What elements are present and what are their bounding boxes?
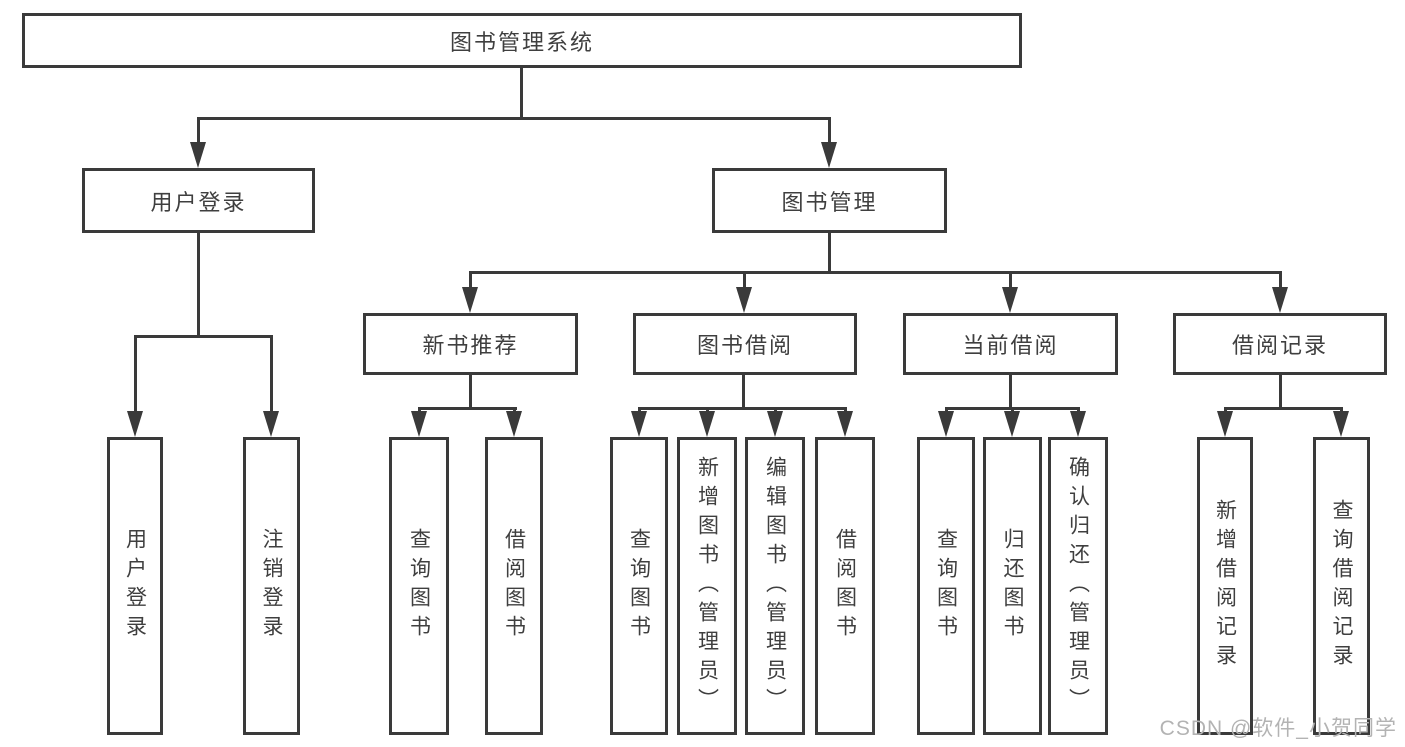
node-library-management-system: 图书管理系统 bbox=[22, 13, 1022, 68]
connector-line bbox=[270, 338, 273, 414]
connector-line bbox=[197, 233, 200, 335]
leaf-label: 查询图书 bbox=[934, 528, 958, 644]
node-new-book-recommend: 新书推荐 bbox=[363, 313, 578, 375]
leaf-label: 新增借阅记录 bbox=[1213, 499, 1237, 673]
arrow-down-icon bbox=[1272, 287, 1288, 313]
node-book-management: 图书管理 bbox=[712, 168, 947, 233]
leaf-label: 用户登录 bbox=[123, 528, 147, 644]
leaf-label: 编辑图书（管理员） bbox=[763, 455, 787, 717]
arrow-down-icon bbox=[699, 411, 715, 437]
node-current-borrow: 当前借阅 bbox=[903, 313, 1118, 375]
leaf-return-book: 归还图书 bbox=[983, 437, 1042, 735]
leaf-label: 新增图书（管理员） bbox=[695, 455, 719, 717]
arrow-down-icon bbox=[631, 411, 647, 437]
leaf-query-book: 查询图书 bbox=[917, 437, 975, 735]
arrow-down-icon bbox=[462, 287, 478, 313]
connector-line bbox=[638, 407, 847, 410]
connector-line bbox=[469, 274, 472, 289]
arrow-down-icon bbox=[736, 287, 752, 313]
node-borrow-record: 借阅记录 bbox=[1173, 313, 1387, 375]
leaf-user-login: 用户登录 bbox=[107, 437, 163, 735]
connector-line bbox=[828, 119, 831, 145]
node-user-login: 用户登录 bbox=[82, 168, 315, 233]
arrow-down-icon bbox=[1004, 411, 1020, 437]
leaf-borrow-book: 借阅图书 bbox=[815, 437, 875, 735]
node-label: 图书借阅 bbox=[696, 333, 793, 358]
connector-line bbox=[197, 117, 831, 120]
connector-line bbox=[1009, 375, 1012, 407]
node-label: 图书管理系统 bbox=[449, 29, 594, 55]
arrow-down-icon bbox=[506, 411, 522, 437]
arrow-down-icon bbox=[127, 411, 143, 437]
leaf-label: 借阅图书 bbox=[502, 528, 526, 644]
arrow-down-icon bbox=[1217, 411, 1233, 437]
connector-line bbox=[743, 274, 746, 289]
leaf-label: 归还图书 bbox=[1001, 528, 1024, 644]
connector-line bbox=[945, 407, 1080, 410]
connector-line bbox=[742, 375, 745, 407]
node-label: 借阅记录 bbox=[1231, 333, 1328, 358]
arrow-down-icon bbox=[938, 411, 954, 437]
arrow-down-icon bbox=[190, 142, 206, 168]
node-label: 新书推荐 bbox=[422, 333, 519, 358]
arrow-down-icon bbox=[1002, 287, 1018, 313]
connector-line bbox=[469, 375, 472, 407]
connector-line bbox=[197, 119, 200, 145]
connector-line bbox=[418, 407, 517, 410]
arrow-down-icon bbox=[821, 142, 837, 168]
leaf-add-book-admin: 新增图书（管理员） bbox=[677, 437, 737, 735]
connector-line bbox=[828, 233, 831, 271]
arrow-down-icon bbox=[1070, 411, 1086, 437]
node-label: 图书管理 bbox=[781, 189, 878, 215]
leaf-edit-book-admin: 编辑图书（管理员） bbox=[745, 437, 805, 735]
leaf-label: 确认归还（管理员） bbox=[1066, 455, 1090, 717]
connector-line bbox=[1009, 274, 1012, 289]
arrow-down-icon bbox=[411, 411, 427, 437]
leaf-query-borrow-record: 查询借阅记录 bbox=[1313, 437, 1370, 735]
connector-line bbox=[469, 271, 1282, 274]
connector-line bbox=[1279, 375, 1282, 407]
leaf-label: 查询图书 bbox=[627, 528, 651, 644]
arrow-down-icon bbox=[837, 411, 853, 437]
arrow-down-icon bbox=[767, 411, 783, 437]
node-book-borrow: 图书借阅 bbox=[633, 313, 857, 375]
node-label: 用户登录 bbox=[150, 189, 247, 215]
connector-line bbox=[1279, 274, 1282, 289]
leaf-label: 查询图书 bbox=[407, 528, 431, 644]
leaf-borrow-book: 借阅图书 bbox=[485, 437, 543, 735]
connector-line bbox=[1224, 407, 1343, 410]
csdn-watermark: CSDN @软件_小贺同学 bbox=[1159, 717, 1397, 740]
arrow-down-icon bbox=[1333, 411, 1349, 437]
leaf-logout: 注销登录 bbox=[243, 437, 300, 735]
leaf-confirm-return-admin: 确认归还（管理员） bbox=[1048, 437, 1108, 735]
node-label: 当前借阅 bbox=[962, 333, 1059, 358]
connector-line bbox=[134, 338, 137, 414]
leaf-label: 查询借阅记录 bbox=[1330, 499, 1353, 673]
leaf-query-book: 查询图书 bbox=[610, 437, 668, 735]
connector-line bbox=[520, 68, 523, 117]
leaf-label: 借阅图书 bbox=[833, 528, 857, 644]
leaf-query-book: 查询图书 bbox=[389, 437, 449, 735]
connector-line bbox=[134, 335, 273, 338]
leaf-add-borrow-record: 新增借阅记录 bbox=[1197, 437, 1253, 735]
leaf-label: 注销登录 bbox=[260, 528, 283, 644]
arrow-down-icon bbox=[263, 411, 279, 437]
